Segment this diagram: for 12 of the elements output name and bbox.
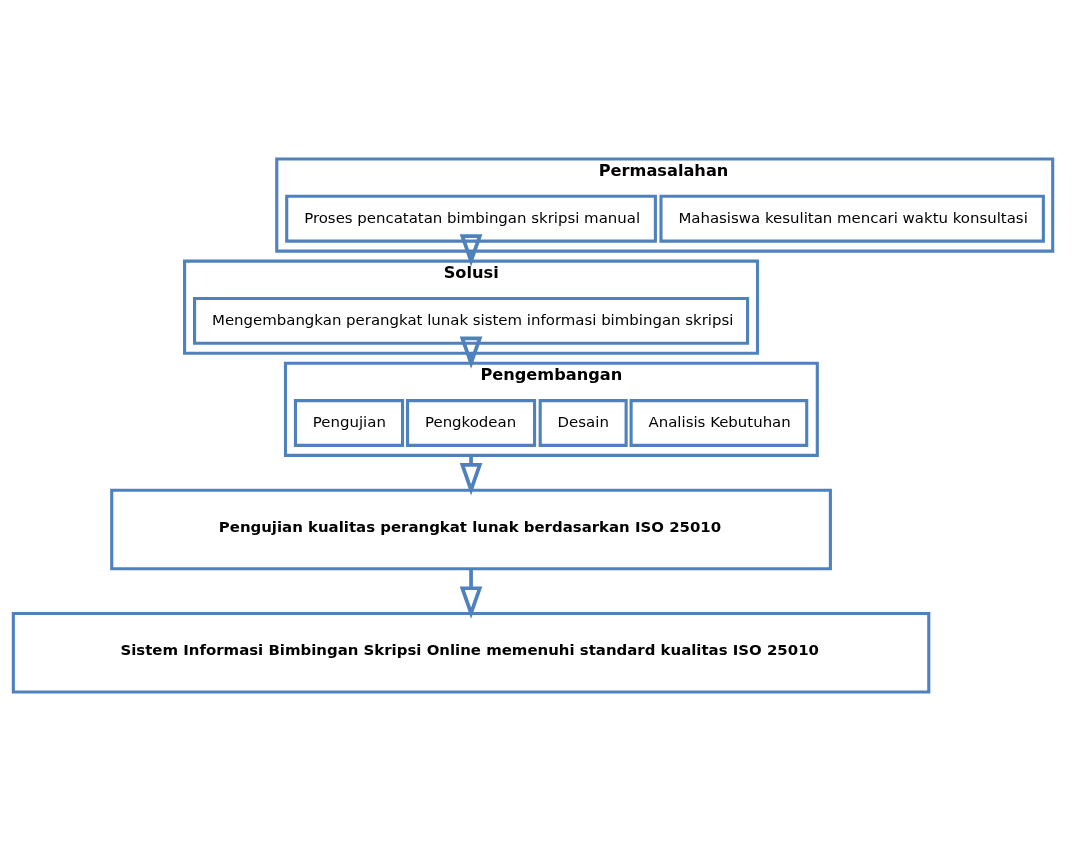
node-box: Mahasiswa kesulitan mencari waktu konsultasi <box>659 194 1045 243</box>
node-box: Desain <box>538 399 628 447</box>
node-box: Pengujian <box>293 399 405 447</box>
arrow <box>459 234 483 267</box>
node-box: Proses pencatatan bimbingan skripsi manual <box>285 194 657 243</box>
node-box: Pengujian kualitas perangkat lunak berdasarkan ISO 25010 <box>110 488 832 571</box>
node-box: Pengkodean <box>405 399 537 447</box>
node-box: Mengembangkan perangkat lunak sistem informasi bimbingan skripsi <box>193 296 750 345</box>
arrow <box>459 336 483 369</box>
node-box: Sistem Informasi Bimbingan Skripsi Online memenuhi standard kualitas ISO 25010 <box>11 612 931 694</box>
arrow <box>459 568 483 619</box>
node-box: Analisis Kebutuhan <box>629 399 809 447</box>
